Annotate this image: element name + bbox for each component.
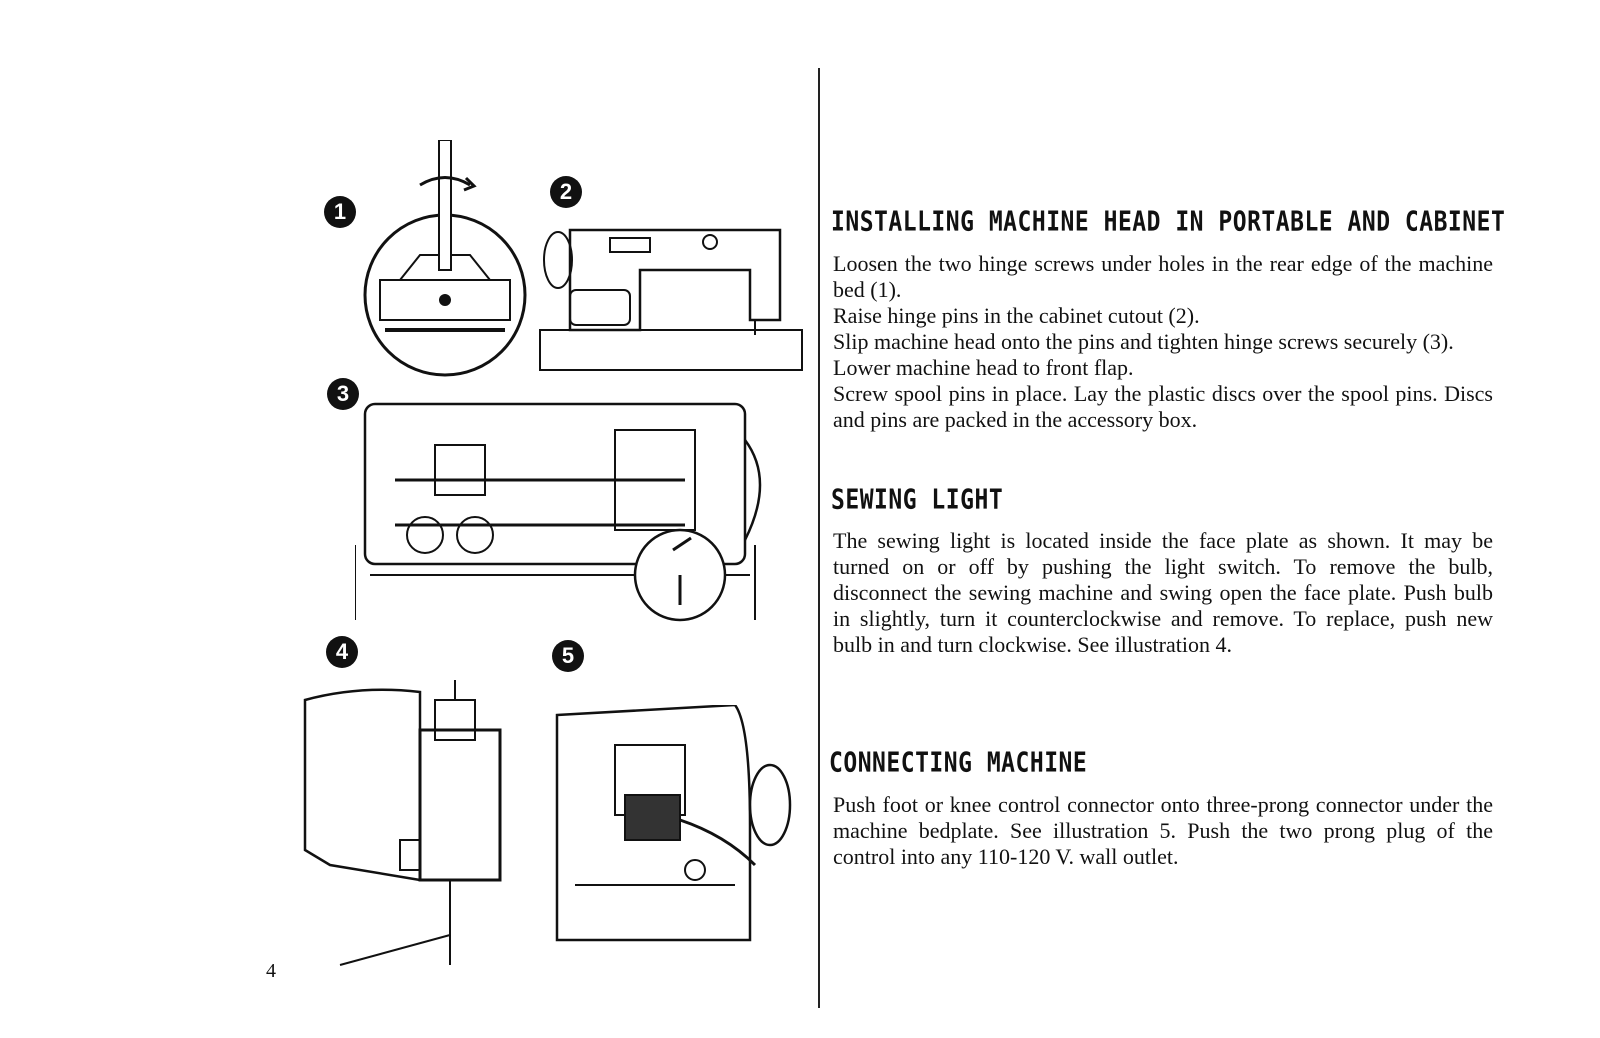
figure-2-badge: 2 <box>550 176 582 208</box>
figure-4-badge: 4 <box>326 636 358 668</box>
connecting-text: Push foot or knee control connector onto… <box>833 792 1493 869</box>
installing-line-1: Loosen the two hinge screws under holes … <box>833 251 1493 302</box>
figure-1-badge: 1 <box>324 196 356 228</box>
installing-line-5: Screw spool pins in place. Lay the plast… <box>833 381 1493 432</box>
heading-connecting: CONNECTING MACHINE <box>829 748 1088 779</box>
heading-sewing-light: SEWING LIGHT <box>831 485 1004 516</box>
heading-installing: INSTALLING MACHINE HEAD IN PORTABLE AND … <box>831 207 1506 238</box>
installing-line-3: Slip machine head onto the pins and tigh… <box>833 329 1454 354</box>
figure-5-illustration <box>555 705 795 945</box>
column-divider <box>818 68 820 1008</box>
figure-3-illustration <box>355 400 785 640</box>
installing-line-4: Lower machine head to front flap. <box>833 355 1134 380</box>
figure-3-badge: 3 <box>327 378 359 410</box>
page-number: 4 <box>266 960 276 982</box>
sewing-light-text: The sewing light is located inside the f… <box>833 528 1493 657</box>
figure-2-illustration <box>530 210 810 380</box>
figure-1-illustration <box>360 140 530 380</box>
figure-4-illustration <box>300 680 520 970</box>
figure-5-badge: 5 <box>552 640 584 672</box>
installing-text: Loosen the two hinge screws under holes … <box>833 251 1493 433</box>
installing-line-2: Raise hinge pins in the cabinet cutout (… <box>833 303 1200 328</box>
